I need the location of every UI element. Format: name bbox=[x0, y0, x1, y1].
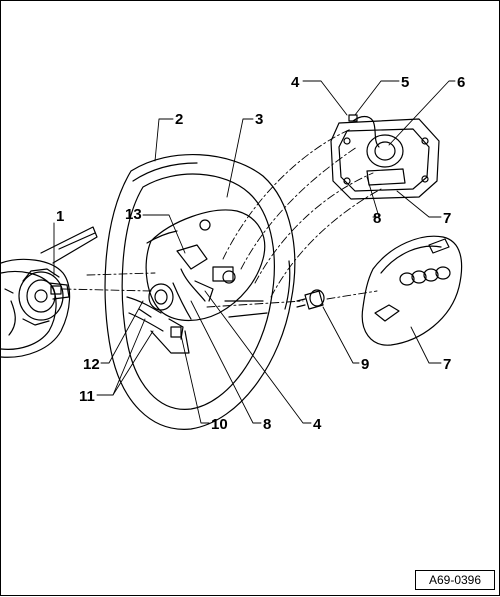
callout-4-top: 4 bbox=[291, 74, 300, 91]
callout-2: 2 bbox=[175, 111, 183, 128]
callout-4-bottom: 4 bbox=[313, 416, 322, 433]
airbag-unit-rear bbox=[330, 114, 440, 200]
callout-5: 5 bbox=[401, 74, 409, 91]
airbag-cover bbox=[361, 235, 463, 346]
callout-11: 11 bbox=[79, 388, 95, 405]
callout-6: 6 bbox=[457, 74, 465, 91]
clock-spring-assembly bbox=[1, 226, 98, 358]
callout-1: 1 bbox=[56, 208, 64, 225]
callout-7-top: 7 bbox=[443, 210, 451, 227]
callout-labels: 1 2 3 4 5 6 7 8 7 9 12 11 13 10 8 4 bbox=[56, 74, 465, 433]
callout-7-bottom: 7 bbox=[443, 356, 451, 373]
callout-3: 3 bbox=[255, 111, 263, 128]
callout-12: 12 bbox=[83, 356, 100, 373]
assembly-guide-lines bbox=[62, 128, 382, 308]
steering-wheel bbox=[104, 153, 296, 430]
callout-10: 10 bbox=[211, 416, 228, 433]
screw-9 bbox=[296, 289, 325, 310]
callout-8-top: 8 bbox=[373, 210, 381, 227]
callout-13: 13 bbox=[125, 206, 142, 223]
leader-lines bbox=[53, 80, 456, 424]
callout-8-bottom: 8 bbox=[263, 416, 271, 433]
figure-id-label: A69-0396 bbox=[415, 570, 495, 590]
callout-9: 9 bbox=[361, 356, 369, 373]
